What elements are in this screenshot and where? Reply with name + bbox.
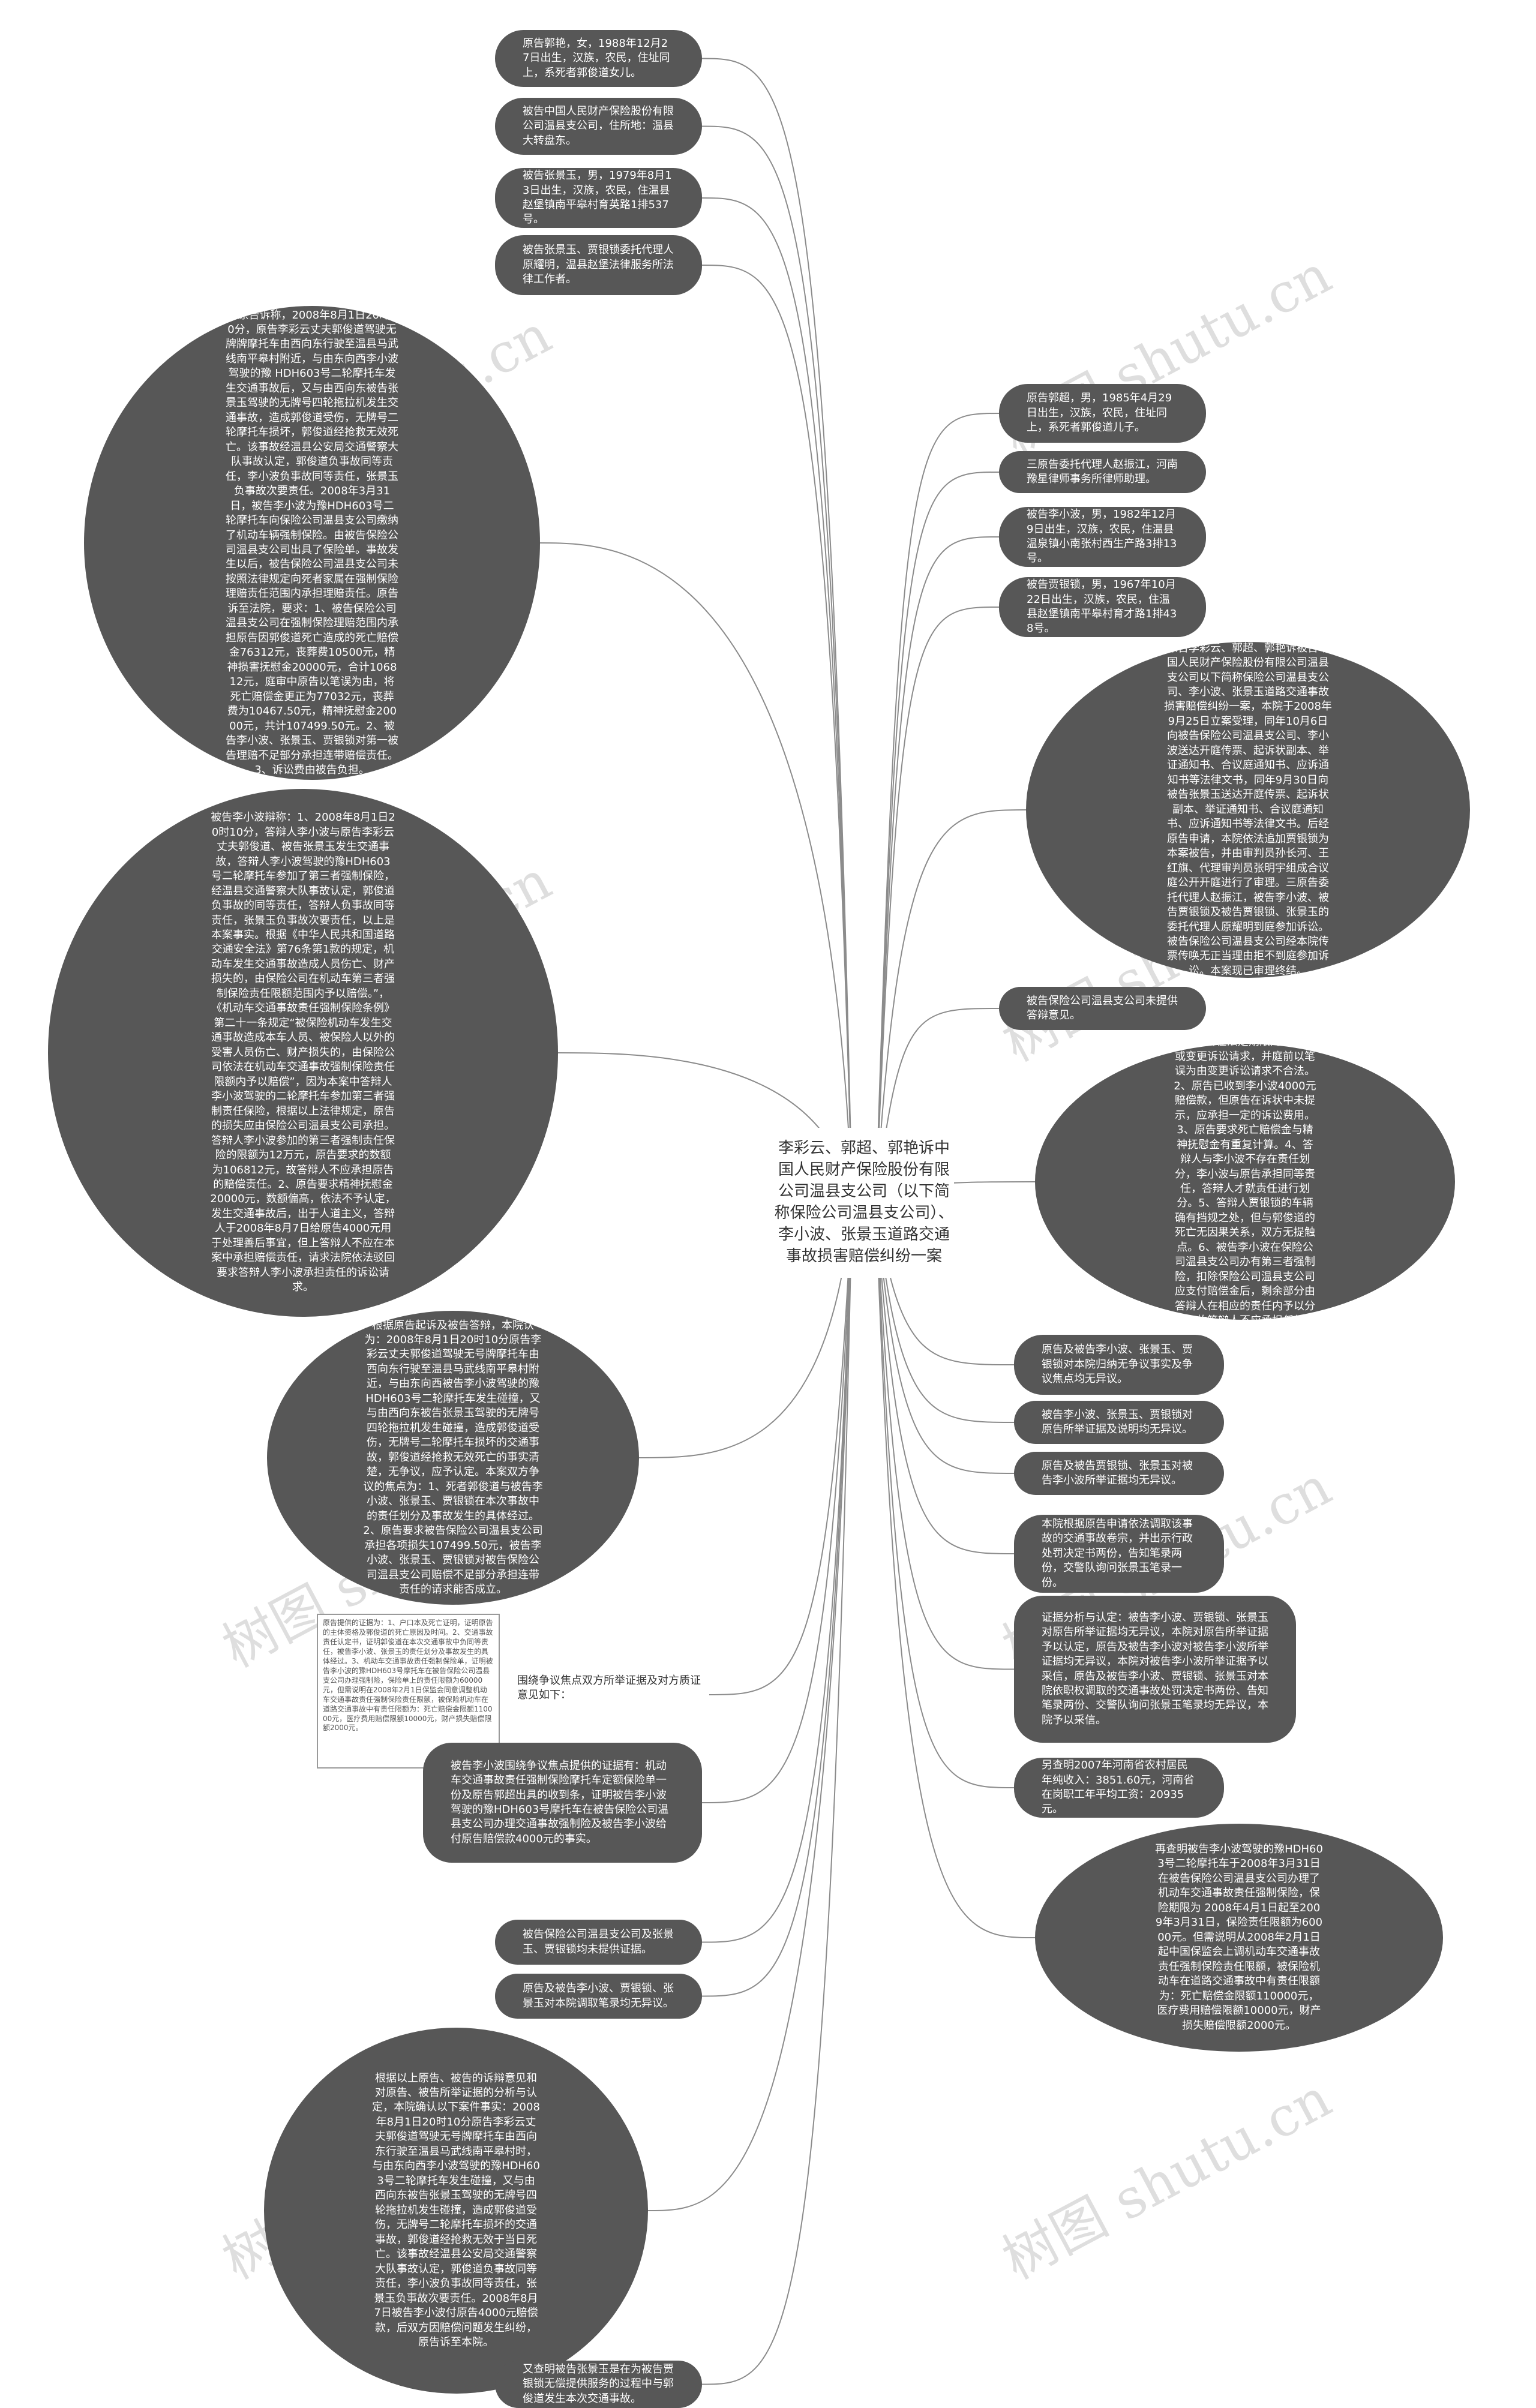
left-node-defendant-zhangjingyu[interactable]: 被告张景玉，男，1979年8月13日出生，汉族，农民，住温县赵堡镇南平皋村育英路… xyxy=(495,168,702,228)
left-node-defendant-insurer[interactable]: 被告中国人民财产保险股份有限公司温县支公司，住所地：温县大转盘东。 xyxy=(495,98,702,155)
right-node-no-objection-plaintiff[interactable]: 被告李小波、张景玉、贾银锁对原告所举证据及说明均无异议。 xyxy=(1014,1401,1224,1444)
right-node-defendant-jiayinsuo[interactable]: 被告贾银锁，男，1967年10月22日出生，汉族，农民，住温县赵堡镇南平皋村育才… xyxy=(999,577,1206,637)
right-node-plaintiff-guochao[interactable]: 原告郭超，男，1985年4月29日出生，汉族，农民，住址同上，系死者郭俊道儿子。 xyxy=(999,384,1206,443)
connector-3 xyxy=(701,265,853,1203)
connector-13 xyxy=(875,413,1000,1203)
right-node-court-retrieved[interactable]: 本院根据原告申请依法调取该事故的交通事故卷宗，并出示行政处罚决定书两份，告知笔录… xyxy=(1014,1515,1224,1593)
left-node-volunteer-service[interactable]: 又查明被告张景玉是在为被告贾银锁无偿提供服务的过程中与郭俊道发生本次交通事故。 xyxy=(495,2361,702,2408)
connector-12 xyxy=(701,1202,853,2385)
connector-22 xyxy=(875,1202,1015,1474)
left-node-court-findings[interactable]: 根据原告起诉及被告答辩，本院认为：2008年8月1日20时10分原告李彩云丈夫郭… xyxy=(267,1311,639,1605)
connector-11 xyxy=(647,1202,853,2211)
left-node-lixiaobo-defense[interactable]: 被告李小波辩称：1、2008年8月1日20时10分，答辩人李小波与原告李彩云丈夫… xyxy=(48,789,558,1317)
right-node-income-data[interactable]: 另查明2007年河南省农村居民年纯收入：3851.60元，河南省在岗职工年平均工… xyxy=(1014,1758,1224,1818)
connector-21 xyxy=(875,1202,1015,1423)
connector-14 xyxy=(875,472,1000,1203)
connector-2 xyxy=(701,197,853,1203)
left-node-lixiaobo-evidence[interactable]: 被告李小波围绕争议焦点提供的证据有：机动车交通事故责任强制保险摩托车定额保险单一… xyxy=(423,1743,702,1863)
left-node-agent-yuanyaoming[interactable]: 被告张景玉、贾银锁委托代理人原耀明，温县赵堡法律服务所法律工作者。 xyxy=(495,235,702,295)
right-node-defendant-lixiaobo[interactable]: 被告李小波，男，1982年12月9日出生，汉族，农民，住温县温泉镇小南张村西生产… xyxy=(999,507,1206,567)
left-node-plaintiff-claim[interactable]: 三原告诉称，2008年8月1日20时10分，原告李彩云丈夫郭俊道驾驶无牌牌摩托车… xyxy=(84,306,540,780)
connector-10 xyxy=(701,1202,853,1997)
evidence-note: 原告提供的证据为：1、户口本及死亡证明，证明原告的主体资格及郭俊道的死亡原因及时… xyxy=(317,1614,500,1769)
connector-15 xyxy=(875,536,1000,1203)
connector-23 xyxy=(875,1202,1015,1554)
central-topic[interactable]: 李彩云、郭超、郭艳诉中国人民财产保险股份有限公司温县支公司（以下简称保险公司温县… xyxy=(774,1128,954,1278)
connector-16 xyxy=(875,606,1000,1203)
right-node-case-procedure[interactable]: 原告李彩云、郭超、郭艳诉被告中国人民财产保险股份有限公司温县支公司以下简称保险公… xyxy=(1026,642,1470,978)
central-topic-text: 李彩云、郭超、郭艳诉中国人民财产保险股份有限公司温县支公司（以下简称保险公司温县… xyxy=(774,1139,954,1265)
connector-8 xyxy=(701,1202,853,1803)
right-node-evidence-analysis[interactable]: 证据分析与认定：被告李小波、贾银锁、张景玉对原告所举证据均无异议，本院对原告所举… xyxy=(1014,1596,1296,1743)
connector-7 xyxy=(709,1202,853,1695)
connector-1 xyxy=(701,125,853,1203)
connector-25 xyxy=(875,1202,1015,1788)
right-node-undisputed-facts[interactable]: 原告及被告李小波、张景玉、贾银锁对本院归纳无争议事实及争议焦点均无异议。 xyxy=(1014,1335,1224,1395)
right-node-zhang-jia-defense[interactable]: 被告张景玉、贾银锁辩称：1、原告在法定期限内未增加或变更诉讼请求，并庭前以笔误为… xyxy=(1035,1044,1455,1320)
left-node-confirmed-facts[interactable]: 根据以上原告、被告的诉辩意见和对原告、被告所举证据的分析与认定，本院确认以下案件… xyxy=(264,2028,648,2394)
connector-4 xyxy=(539,542,853,1203)
left-node-no-objection[interactable]: 原告及被告李小波、贾银锁、张景玉对本院调取笔录均无异议。 xyxy=(495,1974,702,2019)
left-node-plaintiff-guoyan[interactable]: 原告郭艳，女，1988年12月27日出生，汉族，农民，住址同上，系死者郭俊道女儿… xyxy=(495,30,702,87)
left-node-no-evidence[interactable]: 被告保险公司温县支公司及张景玉、贾银锁均未提供证据。 xyxy=(495,1920,702,1965)
connector-6 xyxy=(638,1202,853,1458)
connector-0 xyxy=(701,58,853,1203)
right-node-no-objection-lixiaobo[interactable]: 原告及被告贾银锁、张景玉对被告李小波所举证据均无异议。 xyxy=(1014,1452,1224,1495)
right-node-insurance-limits[interactable]: 再查明被告李小波驾驶的豫HDH603号二轮摩托车于2008年3月31日在被告保险… xyxy=(1035,1824,1443,2052)
right-node-insurer-no-defense[interactable]: 被告保险公司温县支公司未提供答辩意见。 xyxy=(999,987,1206,1030)
connector-9 xyxy=(701,1202,853,1943)
connector-24 xyxy=(875,1202,1015,1670)
connector-26 xyxy=(875,1202,1036,1938)
right-node-plaintiff-agent[interactable]: 三原告委托代理人赵振江，河南豫星律师事务所律师助理。 xyxy=(999,451,1206,493)
left-node-evidence-intro[interactable]: 围绕争议焦点双方所举证据及对方质证意见如下： xyxy=(517,1674,709,1716)
connector-17 xyxy=(875,809,1027,1203)
